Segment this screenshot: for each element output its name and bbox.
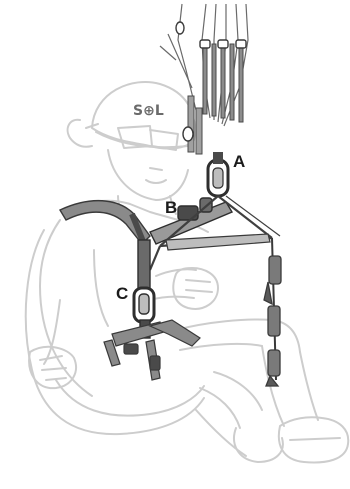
callout-c: C: [116, 284, 128, 303]
left-fist-outline: [29, 347, 76, 388]
right-fist-outline: [173, 268, 218, 309]
cross-brace: [166, 234, 270, 250]
riser-maillons: [176, 22, 246, 141]
leg-strap-c: [134, 240, 154, 338]
speedbar-line: [264, 238, 281, 386]
callout-b: B: [165, 198, 177, 217]
carabiner-a: [208, 152, 228, 196]
seat-straps: [104, 320, 200, 380]
callout-a: A: [233, 152, 245, 171]
helmet-logo-text: S⊕L: [133, 103, 164, 119]
